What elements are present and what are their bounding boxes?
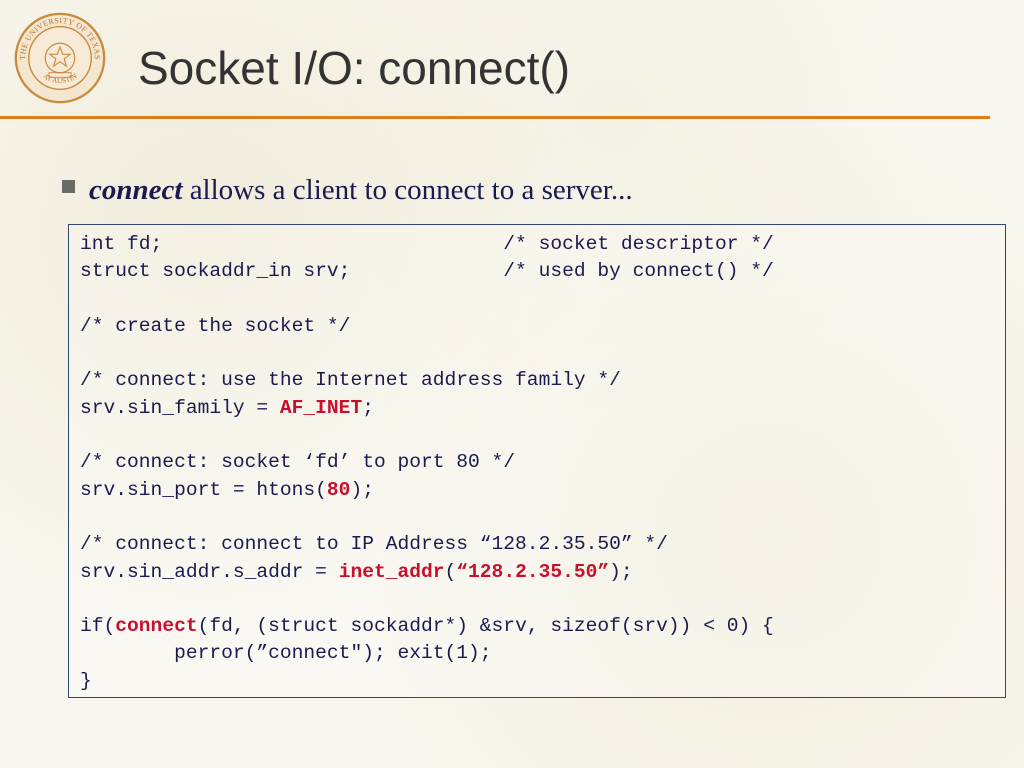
code-line: srv.sin_port = htons(80); [80, 477, 1005, 504]
university-seal-logo: THE UNIVERSITY OF TEXAS AT AUSTIN [14, 12, 106, 104]
code-keyword: AF_INET [279, 396, 363, 419]
title-divider [0, 116, 990, 119]
code-line: perror(”connect"); exit(1); [80, 640, 1005, 667]
code-line: int fd; /* socket descriptor */ [80, 231, 1005, 258]
code-text: if( [80, 615, 116, 638]
code-line: /* connect: use the Internet address fam… [80, 367, 1005, 394]
bullet-item: connect allows a client to connect to a … [62, 172, 633, 208]
code-listing: int fd; /* socket descriptor */ struct so… [68, 224, 1006, 698]
code-text: ( [444, 560, 457, 583]
code-keyword: inet_addr [338, 560, 445, 583]
bullet-term: connect [89, 174, 183, 206]
code-text: srv.sin_port = htons( [80, 478, 327, 501]
code-text: srv.sin_addr.s_addr = [80, 560, 339, 583]
code-text: /* connect: socket ‘fd’ to port 80 */ [80, 451, 516, 474]
svg-text:AT AUSTIN: AT AUSTIN [41, 71, 79, 85]
seal-bottom-text: AT AUSTIN [41, 71, 79, 85]
code-text: /* connect: connect to IP Address “128.2… [80, 533, 668, 556]
code-keyword: 80 [326, 478, 351, 501]
code-line: } [80, 668, 1005, 695]
code-line: /* connect: socket ‘fd’ to port 80 */ [80, 449, 1005, 476]
bullet-text: allows a client to connect to a server..… [182, 174, 633, 206]
code-text: perror(”connect"); exit(1); [80, 642, 492, 665]
code-line: struct sockaddr_in srv; /* used by conne… [80, 258, 1005, 285]
slide-title: Socket I/O: connect() [138, 42, 571, 94]
code-line [80, 422, 1005, 449]
bullet-square-icon [62, 180, 75, 193]
code-text: ); [609, 560, 633, 583]
code-line [80, 286, 1005, 313]
code-line [80, 586, 1005, 613]
code-keyword: “128.2.35.50” [456, 560, 610, 583]
code-line: if(connect(fd, (struct sockaddr*) &srv, … [80, 613, 1005, 640]
code-text: struct sockaddr_in srv; /* used by conne… [80, 260, 774, 283]
code-line: /* connect: connect to IP Address “128.2… [80, 531, 1005, 558]
code-line: srv.sin_family = AF_INET; [80, 395, 1005, 422]
code-line: srv.sin_addr.s_addr = inet_addr(“128.2.3… [80, 559, 1005, 586]
code-text: /* connect: use the Internet address fam… [80, 369, 621, 392]
code-text: /* create the socket */ [80, 314, 351, 337]
code-keyword: connect [115, 615, 198, 638]
code-text: srv.sin_family = [80, 396, 280, 419]
code-line: /* create the socket */ [80, 313, 1005, 340]
code-line [80, 340, 1005, 367]
code-line [80, 504, 1005, 531]
code-text: (fd, (struct sockaddr*) &srv, sizeof(srv… [197, 615, 774, 638]
code-text: } [80, 669, 92, 692]
code-text: ); [350, 478, 374, 501]
code-text: ; [362, 396, 374, 419]
code-text: int fd; /* socket descriptor */ [80, 233, 774, 255]
